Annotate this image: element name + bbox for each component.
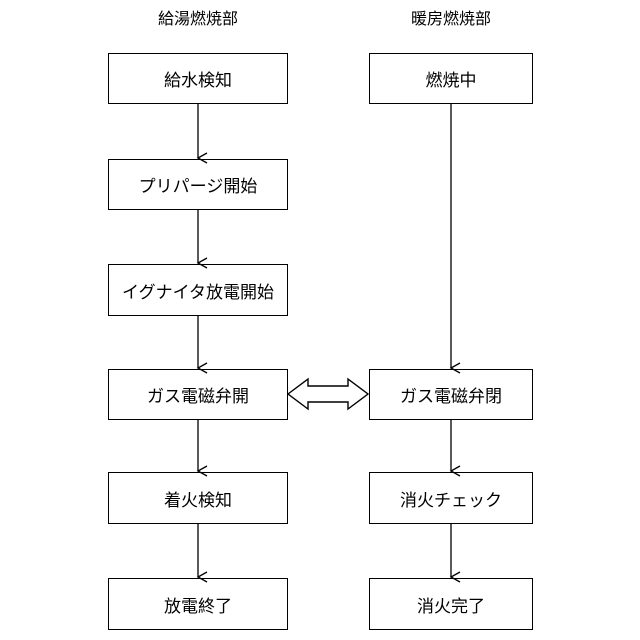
double-headed-arrow-icon <box>288 379 368 409</box>
